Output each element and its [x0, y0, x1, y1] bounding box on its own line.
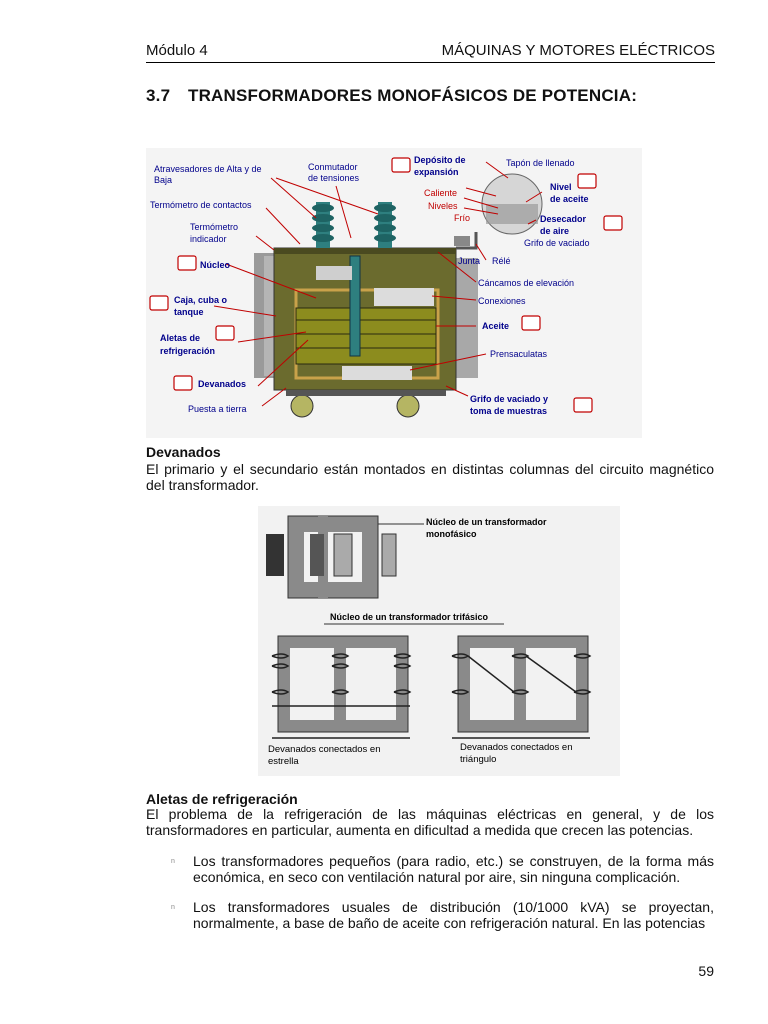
- label-atravesadores-1: Atravesadores de Alta y de: [154, 164, 262, 174]
- label-aletas-1: Aletas de: [160, 333, 200, 343]
- transformer-diagram: Atravesadores de Alta y de Baja Conmutad…: [146, 148, 642, 438]
- label-prensaculatas: Prensaculatas: [490, 349, 548, 359]
- bullet-text-1: Los transformadores pequeños (para radio…: [193, 853, 714, 885]
- wheel-right: [397, 395, 419, 417]
- label-estrella-1: Devanados conectados en: [268, 744, 381, 755]
- label-aceite: Aceite: [482, 321, 509, 331]
- label-termometro-ind-1: Termómetro: [190, 222, 238, 232]
- label-nucleo-mono-2: monofásico: [426, 529, 477, 539]
- label-atravesadores-2: Baja: [154, 175, 172, 185]
- label-grifo-muestras-2: toma de muestras: [470, 406, 547, 416]
- section-title-text: TRANSFORMADORES MONOFÁSICOS DE POTENCIA:: [188, 86, 637, 105]
- label-puesta-tierra: Puesta a tierra: [188, 404, 247, 414]
- page-number: 59: [698, 963, 714, 979]
- aletas-heading: Aletas de refrigeración: [146, 791, 298, 807]
- label-triangulo-2: triángulo: [460, 754, 496, 765]
- upper-clamp-left: [316, 266, 352, 280]
- label-niveles: Niveles: [428, 201, 458, 211]
- label-conmutador-2: de tensiones: [308, 173, 360, 183]
- delta-core: [452, 636, 590, 738]
- label-triangulo-1: Devanados conectados en: [460, 742, 573, 753]
- header-module: Módulo 4: [146, 42, 208, 59]
- relay: [454, 236, 470, 246]
- section-number: 3.7: [146, 86, 188, 106]
- devanados-heading: Devanados: [146, 444, 221, 460]
- label-termometro-ind-2: indicador: [190, 234, 227, 244]
- label-cancamos: Cáncamos de elevación: [478, 278, 574, 288]
- page-header: Módulo 4 MÁQUINAS Y MOTORES ELÉCTRICOS: [146, 42, 715, 63]
- connections: [374, 288, 434, 306]
- label-caliente: Caliente: [424, 188, 457, 198]
- label-desecador-2: de aire: [540, 226, 569, 236]
- label-junta: Junta: [458, 256, 480, 266]
- label-estrella-2: estrella: [268, 756, 299, 767]
- label-tapon: Tapón de llenado: [506, 158, 575, 168]
- bullet-text-2: Los transformadores usuales de distribuc…: [193, 899, 714, 931]
- aletas-text: El problema de la refrigeración de las m…: [146, 806, 714, 838]
- tank-lid: [274, 248, 456, 254]
- label-grifo-muestras-1: Grifo de vaciado y: [470, 394, 548, 404]
- label-devanados: Devanados: [198, 379, 246, 389]
- label-grifo-vaciado: Grifo de vaciado: [524, 238, 590, 248]
- label-termometro-contactos: Termómetro de contactos: [150, 200, 252, 210]
- label-conmutador-1: Conmutador: [308, 162, 358, 172]
- devanados-text: El primario y el secundario están montad…: [146, 461, 714, 493]
- core-diagram: Núcleo de un transformador monofásico Nú…: [258, 506, 620, 776]
- label-deposito-1: Depósito de: [414, 155, 466, 165]
- label-nucleo: Núcleo: [200, 260, 231, 270]
- label-caja-2: tanque: [174, 307, 204, 317]
- label-deposito-2: expansión: [414, 167, 459, 177]
- label-conexiones: Conexiones: [478, 296, 526, 306]
- prensaculatas-block: [342, 366, 412, 380]
- label-aletas-2: refrigeración: [160, 346, 215, 356]
- wheel-left: [291, 395, 313, 417]
- label-nucleo-tri: Núcleo de un transformador trifásico: [330, 612, 489, 622]
- bullet-glyph-2: n: [171, 904, 175, 911]
- label-nivel-2: de aceite: [550, 194, 589, 204]
- star-core: [272, 636, 410, 738]
- label-rele: Rélé: [492, 256, 511, 266]
- label-nivel-1: Nivel: [550, 182, 572, 192]
- windings: [296, 308, 436, 364]
- label-nucleo-mono-1: Núcleo de un transformador: [426, 517, 547, 527]
- bullet-glyph-1: n: [171, 858, 175, 865]
- label-caja-1: Caja, cuba o: [174, 295, 228, 305]
- header-course-title: MÁQUINAS Y MOTORES ELÉCTRICOS: [442, 42, 715, 59]
- label-frio: Frío: [454, 213, 470, 223]
- label-desecador-1: Desecador: [540, 214, 587, 224]
